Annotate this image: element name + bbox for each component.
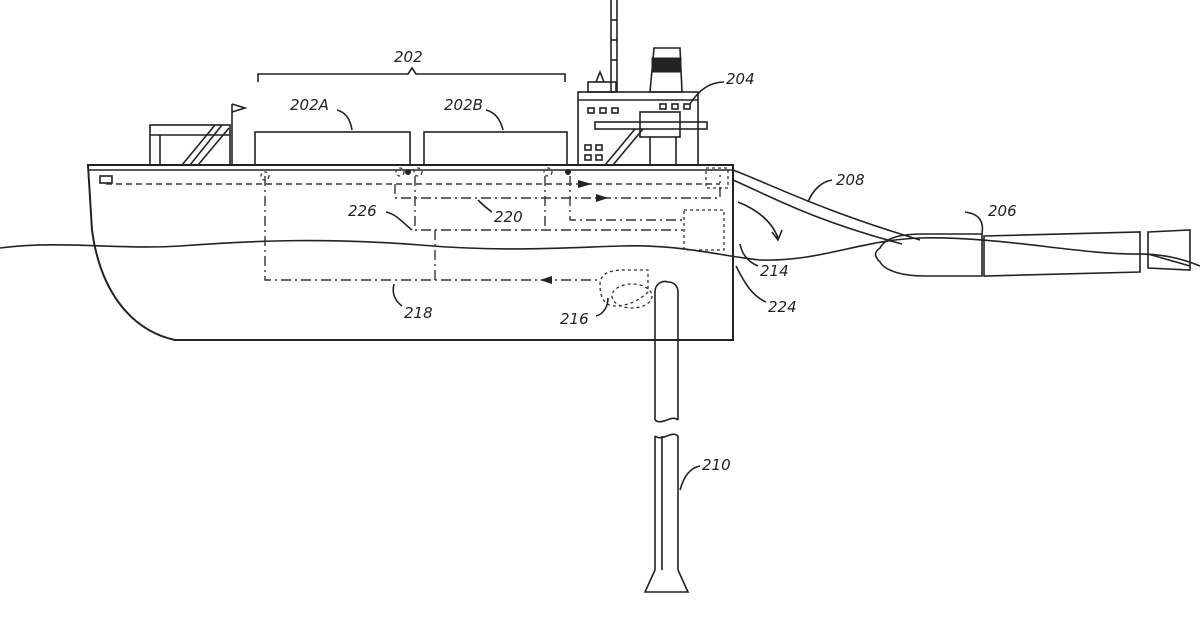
label-208: 208 xyxy=(836,171,865,189)
valve-6 xyxy=(405,169,411,175)
label-206: 206 xyxy=(988,202,1017,220)
vessel-206-line xyxy=(1147,253,1191,267)
valve-3 xyxy=(413,167,423,177)
hose-208 xyxy=(732,169,921,241)
valve-5 xyxy=(565,169,571,175)
riser-pipe-210 xyxy=(643,280,690,593)
leader-214 xyxy=(739,243,759,267)
circuit-226-c xyxy=(569,176,683,221)
hose-208-b xyxy=(732,179,903,245)
valve-2 xyxy=(395,167,405,177)
label-202b: 202B xyxy=(444,96,483,114)
circuit-218 xyxy=(264,176,600,281)
brace-202 xyxy=(257,66,566,82)
label-218: 218 xyxy=(404,304,433,322)
leader-218 xyxy=(392,283,403,307)
valve-4 xyxy=(543,167,553,177)
leader-226 xyxy=(385,211,413,231)
label-202a: 202A xyxy=(290,96,329,114)
leader-216 xyxy=(595,297,609,317)
sea-surface xyxy=(0,237,1200,267)
leader-204 xyxy=(689,81,725,105)
hull-porthole xyxy=(99,175,113,184)
outlet-214-arrow xyxy=(771,229,783,242)
label-220: 220 xyxy=(494,208,523,226)
leader-224 xyxy=(735,265,767,303)
vessel-206-tail xyxy=(1147,229,1191,271)
leader-220 xyxy=(477,199,493,213)
label-214: 214 xyxy=(760,262,789,280)
unit-224-top xyxy=(705,167,729,189)
superstructure-204 xyxy=(577,0,708,166)
unit-224 xyxy=(683,209,725,251)
label-202: 202 xyxy=(394,48,423,66)
vessel-206 xyxy=(874,233,983,277)
label-224: 224 xyxy=(768,298,797,316)
outlet-214 xyxy=(737,201,779,239)
circuit-218-arrow xyxy=(540,276,552,284)
circuit-220 xyxy=(394,175,721,199)
leader-208 xyxy=(807,179,833,203)
tank-202b xyxy=(423,131,568,166)
tank-202a xyxy=(254,131,411,166)
pump-216 xyxy=(599,269,649,307)
label-216: 216 xyxy=(560,310,589,328)
forward-crane xyxy=(149,103,248,166)
leader-210 xyxy=(679,465,701,491)
valve-1 xyxy=(260,171,270,181)
ship-hull xyxy=(86,164,734,341)
label-226: 226 xyxy=(348,202,377,220)
leader-202b xyxy=(485,109,504,131)
circuit-220-arrow xyxy=(596,194,608,202)
leader-206 xyxy=(964,211,984,235)
pump-216-inner xyxy=(611,283,653,309)
leader-202a xyxy=(336,109,353,131)
label-204: 204 xyxy=(726,70,755,88)
label-210: 210 xyxy=(702,456,731,474)
deck-pipeline-arrow xyxy=(578,180,592,188)
circuit-226 xyxy=(414,176,683,231)
vessel-206-mid xyxy=(983,231,1141,277)
